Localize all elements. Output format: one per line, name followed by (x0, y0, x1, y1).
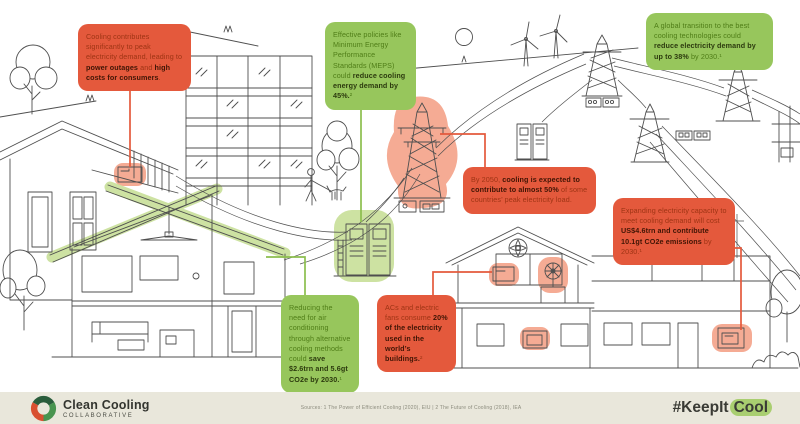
transmission-tower-icon (581, 34, 623, 108)
wind-turbine-icon (510, 21, 539, 67)
standing-fan-icon (540, 262, 566, 304)
hashtag-prefix: #KeepIt (672, 399, 729, 416)
brand-text: Clean Cooling COLLABORATIVE (63, 398, 150, 419)
callout-text: ACs and electric fans consume 20% of the… (385, 303, 448, 364)
callout-meps-policy: Effective policies like Minimum Energy P… (325, 22, 416, 110)
footer-bar: Clean Cooling COLLABORATIVE Sources: 1 T… (0, 392, 800, 424)
ceiling-fan-icon (140, 206, 198, 241)
left-house (0, 120, 179, 301)
tree-icon (316, 120, 360, 201)
callout-text: Expanding electricity capacity to meet c… (621, 206, 727, 256)
hashtag-highlight: Cool (729, 399, 772, 416)
callout-text: Cooling contributes significantly to pea… (86, 32, 183, 82)
callout-global-transition: A global transition to the best cooling … (646, 13, 773, 70)
gable-house (443, 226, 595, 369)
callout-2050-peak-load: By 2050, cooling is expected to contribu… (463, 167, 596, 214)
clean-cooling-logo-icon (30, 395, 57, 421)
section-house (49, 184, 286, 358)
callout-text: By 2050, cooling is expected to contribu… (471, 175, 588, 205)
brand-subtitle: COLLABORATIVE (63, 412, 134, 419)
tree-icon (0, 249, 46, 331)
person-dog-icon (304, 168, 347, 202)
brand-name: Clean Cooling (63, 397, 150, 412)
wind-turbine-icon (539, 14, 568, 59)
ac-unit-icon (492, 266, 515, 282)
callout-text: Effective policies like Minimum Energy P… (333, 30, 406, 101)
substation (771, 105, 800, 163)
callout-text: A global transition to the best cooling … (654, 21, 756, 61)
transmission-tower-icon (393, 102, 451, 213)
clean-cooling-brand: Clean Cooling COLLABORATIVE (30, 395, 150, 422)
callout-expanding-capacity: Expanding electricity capacity to meet c… (613, 198, 735, 266)
illustration (0, 14, 800, 369)
callout-acs-fans: ACs and electric fans consume 20% of the… (377, 295, 456, 373)
transmission-tower-icon (715, 63, 761, 122)
battery-storage-icon (333, 223, 397, 277)
callout-reduce-need: Reducing the need for air conditioning t… (281, 295, 359, 393)
battery-storage-icon (514, 123, 550, 161)
transmission-tower-icon (629, 103, 711, 163)
ac-unit-icon (721, 332, 739, 345)
sun-icon (455, 28, 473, 46)
callout-peak-demand: Cooling contributes significantly to pea… (78, 24, 191, 92)
callout-connectors (129, 80, 742, 330)
sources-text: Sources: 1 The Power of Efficient Coolin… (300, 405, 522, 411)
apartment-building (185, 55, 313, 206)
highlights (46, 96, 752, 352)
callout-text: Reducing the need for air conditioning t… (289, 303, 351, 384)
tree-icon (9, 44, 58, 115)
tree-icon (751, 269, 800, 369)
